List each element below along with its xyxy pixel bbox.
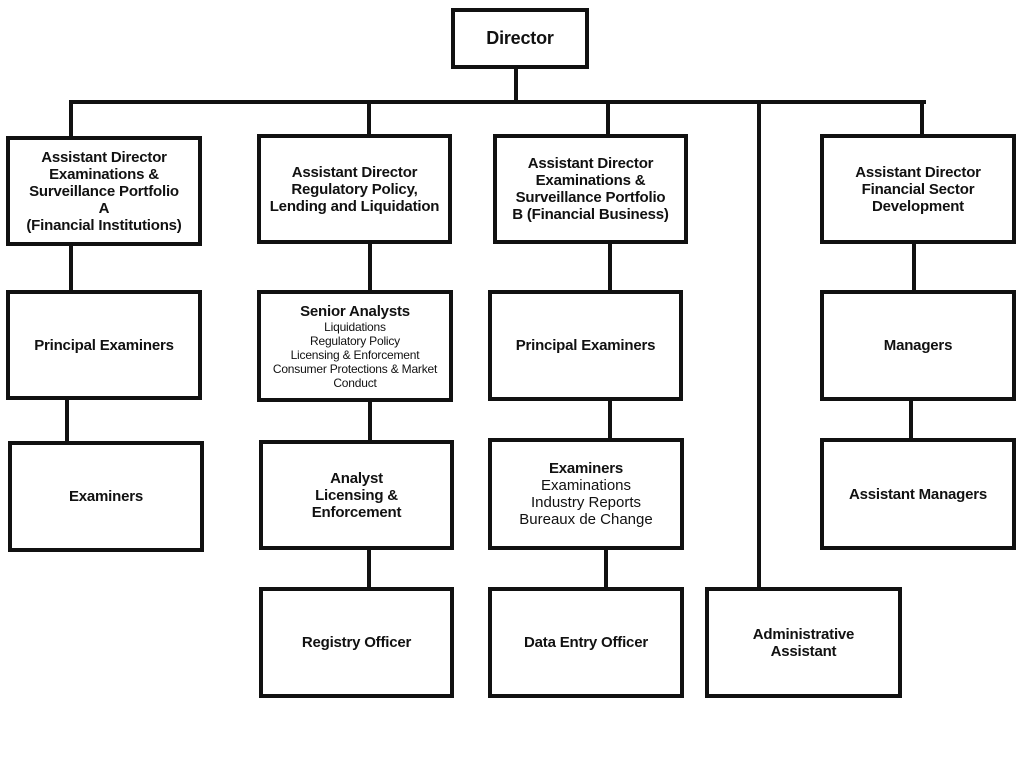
connector-a-1-2 (69, 244, 73, 292)
director-title: Director (486, 28, 554, 48)
principal-examiners-b-box: Principal Examiners (488, 290, 683, 401)
administrative-assistant-box: Administrative Assistant (705, 587, 902, 698)
connector-horizontal-bus (69, 100, 926, 104)
senior-analysts-areas: Liquidations Regulatory Policy Licensing… (272, 319, 438, 390)
examiners-b-areas: Examinations Industry Reports Bureaux de… (519, 477, 653, 528)
connector-to-admin (757, 100, 761, 588)
connector-c-1-2 (608, 242, 612, 292)
assistant-director-financial-sector-title: Assistant Director Financial Sector Deve… (855, 163, 981, 215)
connector-a-2-3 (65, 398, 69, 443)
director-box: Director (451, 8, 589, 69)
assistant-director-portfolio-b-box: Assistant Director Examinations & Survei… (493, 134, 688, 244)
senior-analysts-title: Senior Analysts (300, 302, 410, 320)
connector-director-down (514, 66, 518, 104)
assistant-managers-title: Assistant Managers (848, 485, 988, 503)
managers-box: Managers (820, 290, 1016, 401)
registry-officer-title: Registry Officer (301, 634, 412, 651)
principal-examiners-a-box: Principal Examiners (6, 290, 202, 400)
analyst-licensing-box: Analyst Licensing & Enforcement (259, 440, 454, 550)
assistant-director-regulatory-title: Assistant Director Regulatory Policy, Le… (269, 163, 440, 215)
connector-c-2-3 (608, 398, 612, 440)
assistant-director-portfolio-a-box: Assistant Director Examinations & Survei… (6, 136, 202, 246)
senior-analysts-box: Senior Analysts Liquidations Regulatory … (257, 290, 453, 402)
connector-b-2-3 (368, 400, 372, 442)
data-entry-officer-title: Data Entry Officer (524, 634, 648, 651)
assistant-managers-box: Assistant Managers (820, 438, 1016, 550)
connector-c-3-4 (604, 547, 608, 589)
assistant-director-regulatory-box: Assistant Director Regulatory Policy, Le… (257, 134, 452, 244)
assistant-director-portfolio-a-title: Assistant Director Examinations & Survei… (26, 148, 182, 234)
connector-e-2-3 (909, 398, 913, 440)
managers-title: Managers (883, 337, 953, 354)
connector-to-column-a (69, 100, 73, 138)
examiners-a-box: Examiners (8, 441, 204, 552)
connector-b-1-2 (368, 242, 372, 292)
registry-officer-box: Registry Officer (259, 587, 454, 698)
principal-examiners-b-title: Principal Examiners (515, 337, 656, 354)
assistant-director-portfolio-b-title: Assistant Director Examinations & Survei… (512, 155, 669, 223)
analyst-licensing-title: Analyst Licensing & Enforcement (311, 469, 402, 521)
connector-e-1-2 (912, 242, 916, 292)
examiners-b-title: Examiners (548, 460, 624, 477)
connector-to-column-e (920, 100, 924, 136)
connector-to-column-c (606, 100, 610, 136)
connector-b-3-4 (367, 547, 371, 589)
administrative-assistant-title: Administrative Assistant (752, 625, 855, 660)
principal-examiners-a-title: Principal Examiners (34, 336, 174, 354)
examiners-a-title: Examiners (68, 488, 144, 505)
assistant-director-financial-sector-box: Assistant Director Financial Sector Deve… (820, 134, 1016, 244)
data-entry-officer-box: Data Entry Officer (488, 587, 684, 698)
connector-to-column-b (367, 100, 371, 136)
examiners-b-box: Examiners Examinations Industry Reports … (488, 438, 684, 550)
